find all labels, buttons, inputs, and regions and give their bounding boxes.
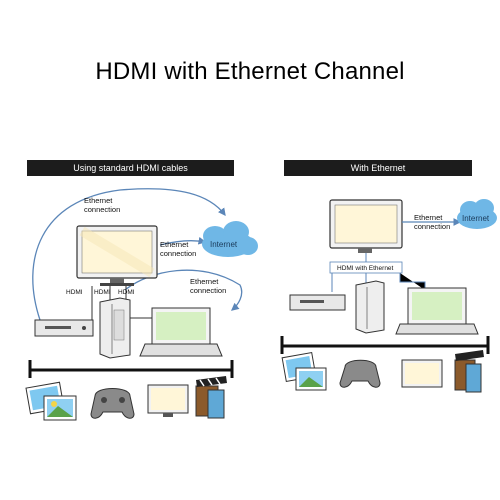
cloud-icon-right xyxy=(457,199,497,229)
tv-icon-right xyxy=(329,199,403,253)
tv-icon xyxy=(76,225,158,286)
hdmi-label-1: HDMI xyxy=(66,289,83,296)
laptop-icon-right xyxy=(395,287,479,335)
hdmi-label-3: HDMI xyxy=(118,289,135,296)
photos-icon xyxy=(25,381,77,421)
internet-label-right: Internet xyxy=(462,214,490,223)
monitor-icon xyxy=(147,384,189,417)
laptop-icon xyxy=(139,307,223,357)
hdmi-label-2: HDMI xyxy=(94,289,111,296)
game-console-icon-right xyxy=(355,280,385,334)
cloud-icon xyxy=(202,221,258,257)
left-panel-header: Using standard HDMI cables xyxy=(27,160,234,176)
ethernet-label-2a: Ethernet xyxy=(160,240,189,249)
ethernet-label-right-b: connection xyxy=(414,222,450,231)
ethernet-label-2b: connection xyxy=(160,249,196,258)
ethernet-cable-1 xyxy=(32,188,226,321)
internet-label: Internet xyxy=(210,240,238,249)
right-panel-header: With Ethernet xyxy=(284,160,472,176)
gamepad-icon-right xyxy=(339,359,381,388)
ethernet-label-right-a: Ethernet xyxy=(414,213,443,222)
ethernet-cable-2 xyxy=(159,236,207,246)
hdmi-ethernet-label: HDMI with Ethernet xyxy=(337,265,394,272)
ethernet-label-1a: Ethernet xyxy=(84,196,113,205)
monitor-icon-right xyxy=(401,359,443,388)
ethernet-label-1b: connection xyxy=(84,205,120,214)
blu-ray-player-icon-right xyxy=(289,294,346,311)
page-title: HDMI with Ethernet Channel xyxy=(95,58,405,85)
ethernet-label-3b: connection xyxy=(190,286,226,295)
gamepad-icon xyxy=(90,388,135,419)
photos-icon-right xyxy=(281,351,327,391)
film-clapper-icon-right xyxy=(454,350,484,393)
game-console-icon xyxy=(99,297,131,359)
film-clapper-icon xyxy=(195,376,227,419)
ethernet-label-3a: Ethernet xyxy=(190,277,219,286)
blu-ray-player-icon xyxy=(34,319,94,337)
